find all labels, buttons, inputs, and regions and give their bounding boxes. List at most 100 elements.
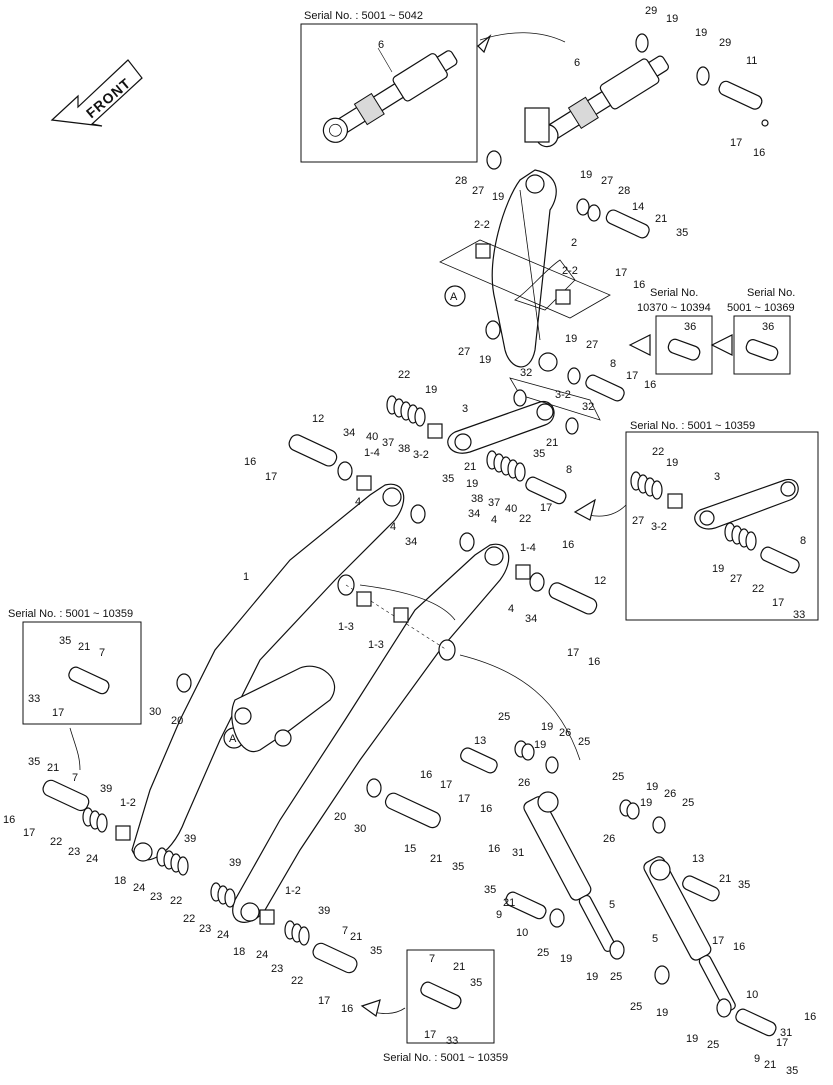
label-25: 25 — [537, 947, 549, 959]
label-21: 21 — [453, 961, 465, 973]
label-16: 16 — [488, 843, 500, 855]
label-20: 20 — [171, 715, 183, 727]
inset-pin-left: Serial No. : 5001 ~ 10359 — [8, 608, 142, 771]
label-19: 19 — [466, 478, 478, 490]
label-3-2: 3-2 — [555, 389, 571, 401]
label-25: 25 — [498, 711, 510, 723]
label-2-2: 2-2 — [562, 265, 578, 277]
label-19: 19 — [640, 797, 652, 809]
label-3-2: 3-2 — [651, 521, 667, 533]
link-2 — [439, 169, 611, 372]
inset-top-cylinder: Serial No. : 5001 ~ 5042 — [300, 10, 566, 163]
label-16: 16 — [733, 941, 745, 953]
label-18: 18 — [233, 946, 245, 958]
label-17: 17 — [424, 1029, 436, 1041]
label-23: 23 — [68, 846, 80, 858]
label-32: 32 — [582, 401, 594, 413]
label-19: 19 — [534, 739, 546, 751]
label-1-3: 1-3 — [368, 639, 384, 651]
label-12: 12 — [594, 575, 606, 587]
label-1-2: 1-2 — [120, 797, 136, 809]
label-20: 20 — [334, 811, 346, 823]
label-1-4: 1-4 — [364, 447, 380, 459]
label-19: 19 — [695, 27, 707, 39]
label-19: 19 — [580, 169, 592, 181]
label-40: 40 — [505, 503, 517, 515]
label-2-2: 2-2 — [474, 219, 490, 231]
label-23: 23 — [199, 923, 211, 935]
label-31: 31 — [512, 847, 524, 859]
label-22: 22 — [291, 975, 303, 987]
front-arrow: FRONT — [50, 59, 143, 127]
label-4: 4 — [390, 521, 396, 533]
label-17: 17 — [615, 267, 627, 279]
spring-stack-middle — [486, 450, 567, 505]
label-35: 35 — [676, 227, 688, 239]
label-34: 34 — [343, 427, 355, 439]
label-35: 35 — [786, 1065, 798, 1077]
label-19: 19 — [646, 781, 658, 793]
label-24: 24 — [133, 882, 145, 894]
label-16: 16 — [644, 379, 656, 391]
label-21: 21 — [47, 762, 59, 774]
label-22: 22 — [398, 369, 410, 381]
label-25: 25 — [707, 1039, 719, 1051]
label-8: 8 — [800, 535, 806, 547]
label-7: 7 — [429, 953, 435, 965]
label-19: 19 — [560, 953, 572, 965]
svg-text:10370 ~ 10394: 10370 ~ 10394 — [637, 302, 711, 314]
svg-text:Serial No.: Serial No. — [650, 287, 698, 299]
label-19: 19 — [686, 1033, 698, 1045]
inset-link-right: Serial No. : 5001 ~ 10359 — [573, 420, 819, 621]
label-22: 22 — [50, 836, 62, 848]
label-16: 16 — [3, 814, 15, 826]
label-5: 5 — [609, 899, 615, 911]
label-9: 9 — [754, 1053, 760, 1065]
label-29: 29 — [719, 37, 731, 49]
label-16: 16 — [480, 803, 492, 815]
label-22: 22 — [183, 913, 195, 925]
label-25: 25 — [612, 771, 624, 783]
label-35: 35 — [452, 861, 464, 873]
label-25: 25 — [610, 971, 622, 983]
label-26: 26 — [664, 788, 676, 800]
label-21: 21 — [464, 461, 476, 473]
label-17: 17 — [458, 793, 470, 805]
label-25: 25 — [630, 1001, 642, 1013]
label-17: 17 — [540, 502, 552, 514]
label-18: 18 — [114, 875, 126, 887]
marker-a-top: A — [444, 285, 466, 307]
label-34: 34 — [525, 613, 537, 625]
label-19: 19 — [666, 457, 678, 469]
label-9: 9 — [496, 909, 502, 921]
label-17: 17 — [23, 827, 35, 839]
label-19: 19 — [479, 354, 491, 366]
inset-pin-bottom-title: Serial No. : 5001 ~ 10359 — [383, 1052, 508, 1064]
label-29: 29 — [645, 5, 657, 17]
label-24: 24 — [256, 949, 268, 961]
label-11: 11 — [746, 55, 757, 67]
pin-15 — [176, 673, 441, 829]
cylinder-5-right — [619, 799, 777, 1037]
label-17: 17 — [712, 935, 724, 947]
svg-text:A: A — [450, 291, 458, 303]
inset-link-right-title: Serial No. : 5001 ~ 10359 — [630, 420, 755, 432]
label-39: 39 — [229, 857, 241, 869]
label-21: 21 — [430, 853, 442, 865]
inset-pin36-b: Serial No. 5001 ~ 10369 — [710, 287, 795, 375]
label-12: 12 — [312, 413, 324, 425]
label-35: 35 — [370, 945, 382, 957]
label-35: 35 — [738, 879, 750, 891]
label-27: 27 — [632, 515, 644, 527]
label-36: 36 — [762, 321, 774, 333]
label-31: 31 — [780, 1027, 792, 1039]
label-35: 35 — [470, 977, 482, 989]
label-40: 40 — [366, 431, 378, 443]
label-35: 35 — [533, 448, 545, 460]
label-17: 17 — [52, 707, 64, 719]
label-24: 24 — [86, 853, 98, 865]
label-16: 16 — [588, 656, 600, 668]
label-19: 19 — [666, 13, 678, 25]
